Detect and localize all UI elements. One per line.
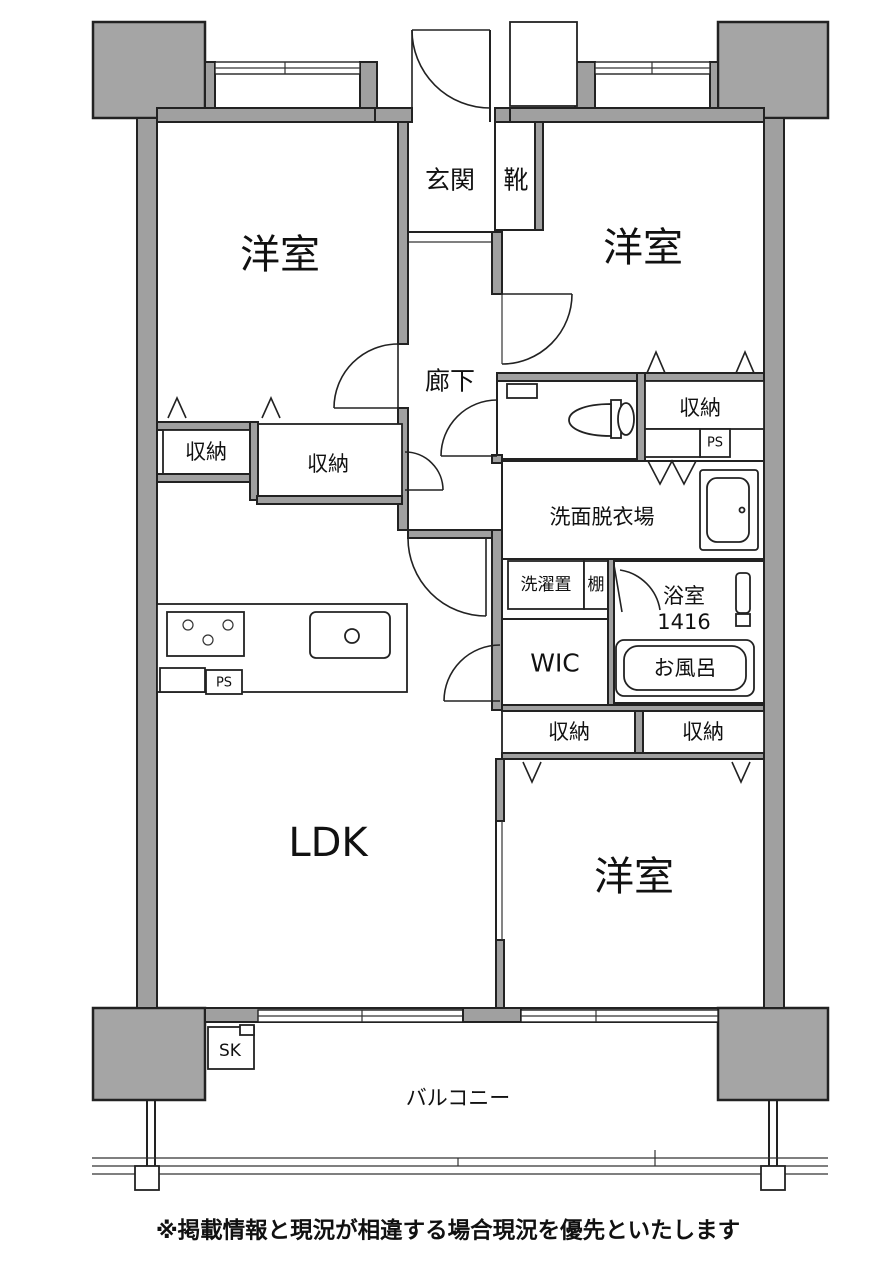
room-label-bedroom-se: 洋室 [594, 854, 674, 900]
interior-walls [156, 121, 765, 1009]
room-label-storage-w2: 収納 [307, 452, 349, 476]
entrance-area [404, 21, 578, 243]
room-label-entrance: 玄関 [425, 166, 475, 195]
top-windows [214, 61, 711, 75]
room-label-sk: SK [219, 1041, 242, 1061]
room-label-washroom: 洗面脱衣場 [550, 505, 655, 529]
doors [167, 293, 755, 784]
bottom-windows [257, 1007, 719, 1023]
room-label-hallway: 廊下 [425, 367, 475, 396]
room-label-shoe-closet: 靴 [503, 166, 528, 195]
room-label-storage-w1: 収納 [185, 440, 227, 464]
footer-note: ※掲載情報と現況が相違する場合現況を優先といたします [155, 1218, 741, 1244]
room-label-ps-kitchen: PS [216, 676, 232, 691]
room-label-shelf: 棚 [588, 575, 605, 595]
exterior-walls [136, 61, 785, 1023]
fixtures [156, 383, 759, 1070]
room-label-ldk: LDK [288, 820, 369, 866]
room-label-bedroom-nw: 洋室 [240, 232, 320, 278]
room-label-bath-size: 1416 [657, 610, 710, 634]
room-label-storage-s1: 収納 [548, 720, 590, 744]
room-labels: 洋室 洋室 洋室 LDK 玄関 靴 廊下 収納 収納 収納 PS 洗面脱衣場 洗… [185, 166, 724, 1111]
balcony [92, 1100, 828, 1191]
room-label-bathroom: 浴室 [663, 584, 705, 608]
room-label-ps-ne: PS [707, 436, 723, 451]
room-label-laundry: 洗濯置 [521, 575, 572, 595]
room-label-storage-s2: 収納 [682, 720, 724, 744]
room-label-wic: WIC [530, 649, 580, 678]
room-label-bedroom-ne: 洋室 [603, 225, 683, 271]
room-label-bathtub: お風呂 [654, 656, 717, 680]
room-label-storage-ne: 収納 [679, 396, 721, 420]
room-label-balcony: バルコニー [406, 1086, 511, 1110]
